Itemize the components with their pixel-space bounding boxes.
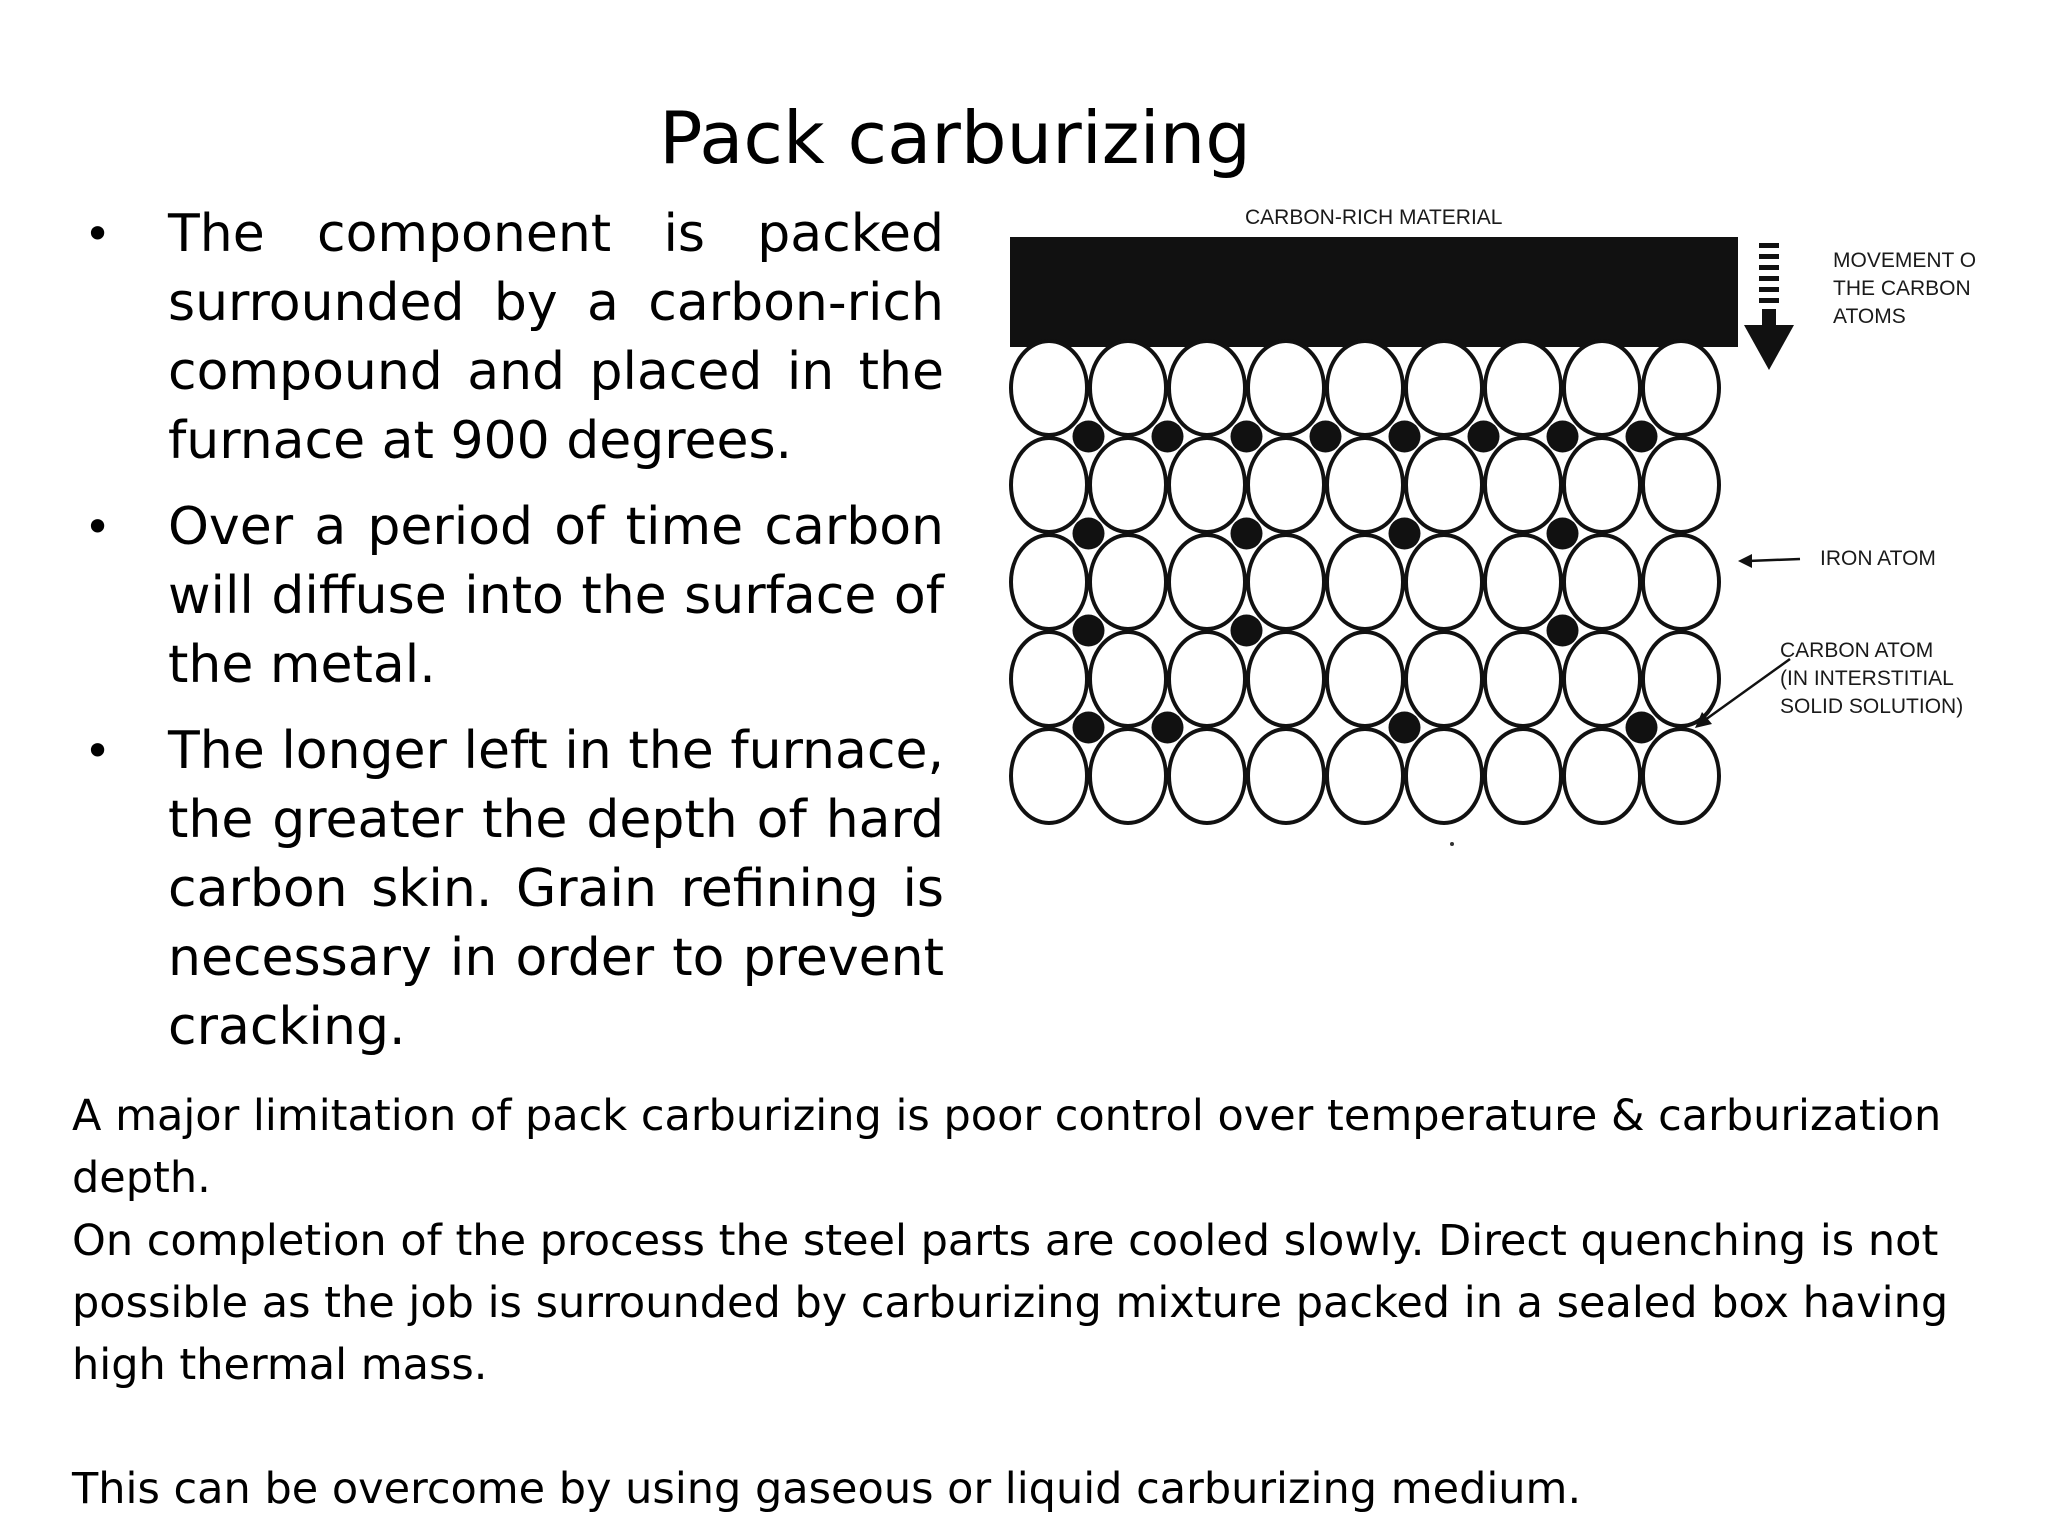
bullet-dot-icon: • [84, 500, 112, 554]
iron-atom [1641, 727, 1721, 825]
iron-atom [1167, 727, 1247, 825]
iron-atom [1325, 533, 1405, 631]
iron-atom [1641, 630, 1721, 728]
iron-atom [1641, 339, 1721, 437]
movement-label-line: MOVEMENT O [1833, 249, 1976, 272]
carbon-atom [1072, 711, 1105, 744]
iron-atom [1483, 630, 1563, 728]
arrowhead-icon [1695, 712, 1712, 728]
arrowhead-icon [1738, 554, 1752, 568]
iron-atom [1009, 630, 1089, 728]
movement-label-line: ATOMS [1833, 305, 1906, 328]
carbon-atom [1546, 420, 1579, 453]
iron-atom [1562, 533, 1642, 631]
atom-lattice [1009, 339, 1721, 825]
iron-atom [1088, 339, 1168, 437]
carbon-atom [1151, 420, 1184, 453]
iron-atom [1246, 727, 1326, 825]
iron-atom [1562, 727, 1642, 825]
carbon-atom [1309, 420, 1342, 453]
carbon-rich-material-block [1010, 237, 1738, 347]
iron-atom [1009, 727, 1089, 825]
iron-atom [1562, 436, 1642, 534]
carbon-atom [1072, 517, 1105, 550]
iron-atom [1009, 339, 1089, 437]
carbon-atom [1388, 420, 1421, 453]
movement-arrow-icon [1744, 243, 1794, 370]
carbon-rich-material-label: CARBON-RICH MATERIAL [1245, 206, 1502, 229]
carbon-atom-label-line: CARBON ATOM [1780, 639, 1933, 662]
carbon-atom [1467, 420, 1500, 453]
iron-atom [1246, 533, 1326, 631]
bullet-list: •The component is packed surrounded by a… [80, 200, 944, 1079]
iron-atom [1483, 339, 1563, 437]
iron-atom [1088, 436, 1168, 534]
carbon-atom [1546, 614, 1579, 647]
carbon-atom-label-line: SOLID SOLUTION) [1780, 695, 1963, 718]
bullet-dot-icon: • [84, 207, 112, 261]
iron-atom [1088, 533, 1168, 631]
carbon-atom [1230, 517, 1263, 550]
speck [1450, 842, 1454, 846]
bullet-dot-icon: • [84, 724, 112, 778]
paragraph-cooling: On completion of the process the steel p… [72, 1216, 1949, 1390]
iron-atom [1483, 436, 1563, 534]
iron-atom [1404, 727, 1484, 825]
iron-atom [1483, 727, 1563, 825]
carbon-atom [1072, 614, 1105, 647]
carbon-atom [1230, 420, 1263, 453]
bullet-item: •The component is packed surrounded by a… [80, 200, 944, 476]
bullet-item: •The longer left in the furnace, the gre… [80, 717, 944, 1062]
carbon-atom-pointer [1704, 657, 1791, 722]
iron-atom [1562, 339, 1642, 437]
iron-atom [1246, 339, 1326, 437]
iron-atom [1167, 436, 1247, 534]
iron-atom [1325, 727, 1405, 825]
iron-atom-pointer [1747, 557, 1801, 563]
carbon-atom-label-line: (IN INTERSTITIAL [1780, 667, 1954, 690]
movement-label-line: THE CARBON [1833, 277, 1971, 300]
iron-atom [1404, 630, 1484, 728]
iron-atom [1641, 436, 1721, 534]
iron-atom [1088, 727, 1168, 825]
carburizing-diagram: CARBON-RICH MATERIAL MOVEMENT O THE CARB… [1009, 206, 1976, 846]
iron-atom [1562, 630, 1642, 728]
carbon-atom [1625, 420, 1658, 453]
paragraph-overcome: This can be overcome by using gaseous or… [72, 1464, 1582, 1514]
carbon-atom [1388, 517, 1421, 550]
iron-atom-label: IRON ATOM [1820, 547, 1936, 570]
iron-atom [1088, 630, 1168, 728]
iron-atom [1404, 339, 1484, 437]
bullet-item: •Over a period of time carbon will diffu… [80, 493, 944, 700]
iron-atom [1325, 630, 1405, 728]
iron-atom [1404, 436, 1484, 534]
iron-atom [1641, 533, 1721, 631]
iron-atom [1246, 630, 1326, 728]
iron-atom [1167, 339, 1247, 437]
iron-atom [1009, 533, 1089, 631]
paragraph-limitation: A major limitation of pack carburizing i… [72, 1091, 1942, 1203]
iron-atom [1325, 436, 1405, 534]
carbon-atom [1625, 711, 1658, 744]
carbon-atom [1388, 711, 1421, 744]
carbon-atom [1072, 420, 1105, 453]
iron-atom [1167, 533, 1247, 631]
page-title: Pack carburizing [659, 96, 1251, 181]
iron-atom [1483, 533, 1563, 631]
iron-atom [1246, 436, 1326, 534]
carbon-atom [1151, 711, 1184, 744]
iron-atom [1167, 630, 1247, 728]
carbon-atom [1230, 614, 1263, 647]
iron-atom [1325, 339, 1405, 437]
iron-atom [1404, 533, 1484, 631]
carbon-atom [1546, 517, 1579, 550]
iron-atom [1009, 436, 1089, 534]
